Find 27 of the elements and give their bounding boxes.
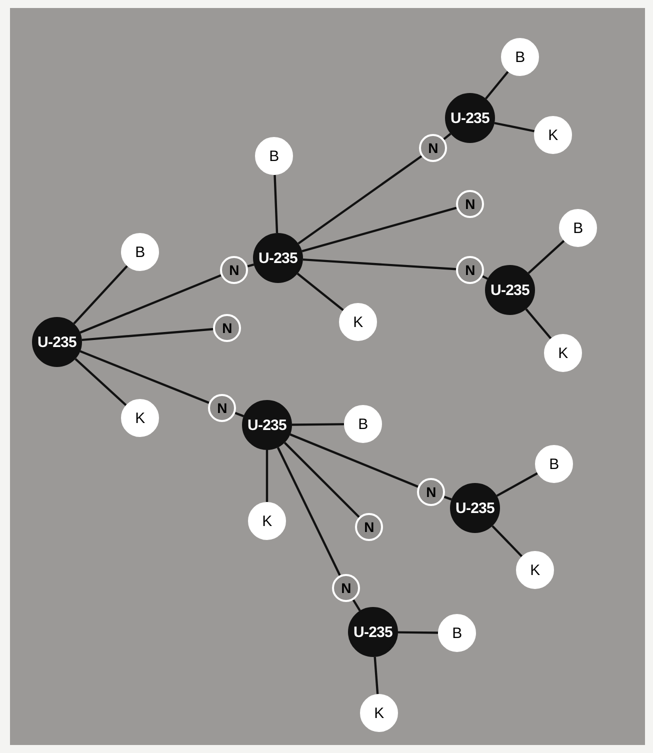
connector-line — [80, 350, 210, 404]
connector-line — [82, 328, 214, 342]
connector-line — [443, 132, 452, 140]
connector-line — [444, 496, 452, 500]
connector-line — [276, 447, 341, 576]
connector-line — [296, 272, 344, 311]
connector-line — [74, 358, 127, 406]
connector-line — [73, 265, 128, 324]
connector-line — [398, 631, 438, 634]
connector-line — [485, 71, 509, 100]
connector-line — [292, 423, 344, 426]
connector-line — [496, 472, 538, 497]
connector-line — [80, 274, 222, 334]
connector-line — [284, 442, 360, 518]
connector-line — [298, 155, 422, 244]
connector-line — [302, 206, 457, 252]
connector-line — [374, 656, 379, 694]
connector-line — [274, 174, 278, 234]
connector-line — [247, 264, 254, 268]
connector-line — [266, 450, 268, 502]
connector-line — [492, 525, 523, 558]
connector-line — [494, 122, 535, 132]
connector-line — [290, 433, 418, 488]
connector-line — [528, 240, 565, 274]
connector-line — [302, 258, 456, 270]
connector-line — [525, 308, 552, 340]
connector-line — [234, 412, 244, 418]
